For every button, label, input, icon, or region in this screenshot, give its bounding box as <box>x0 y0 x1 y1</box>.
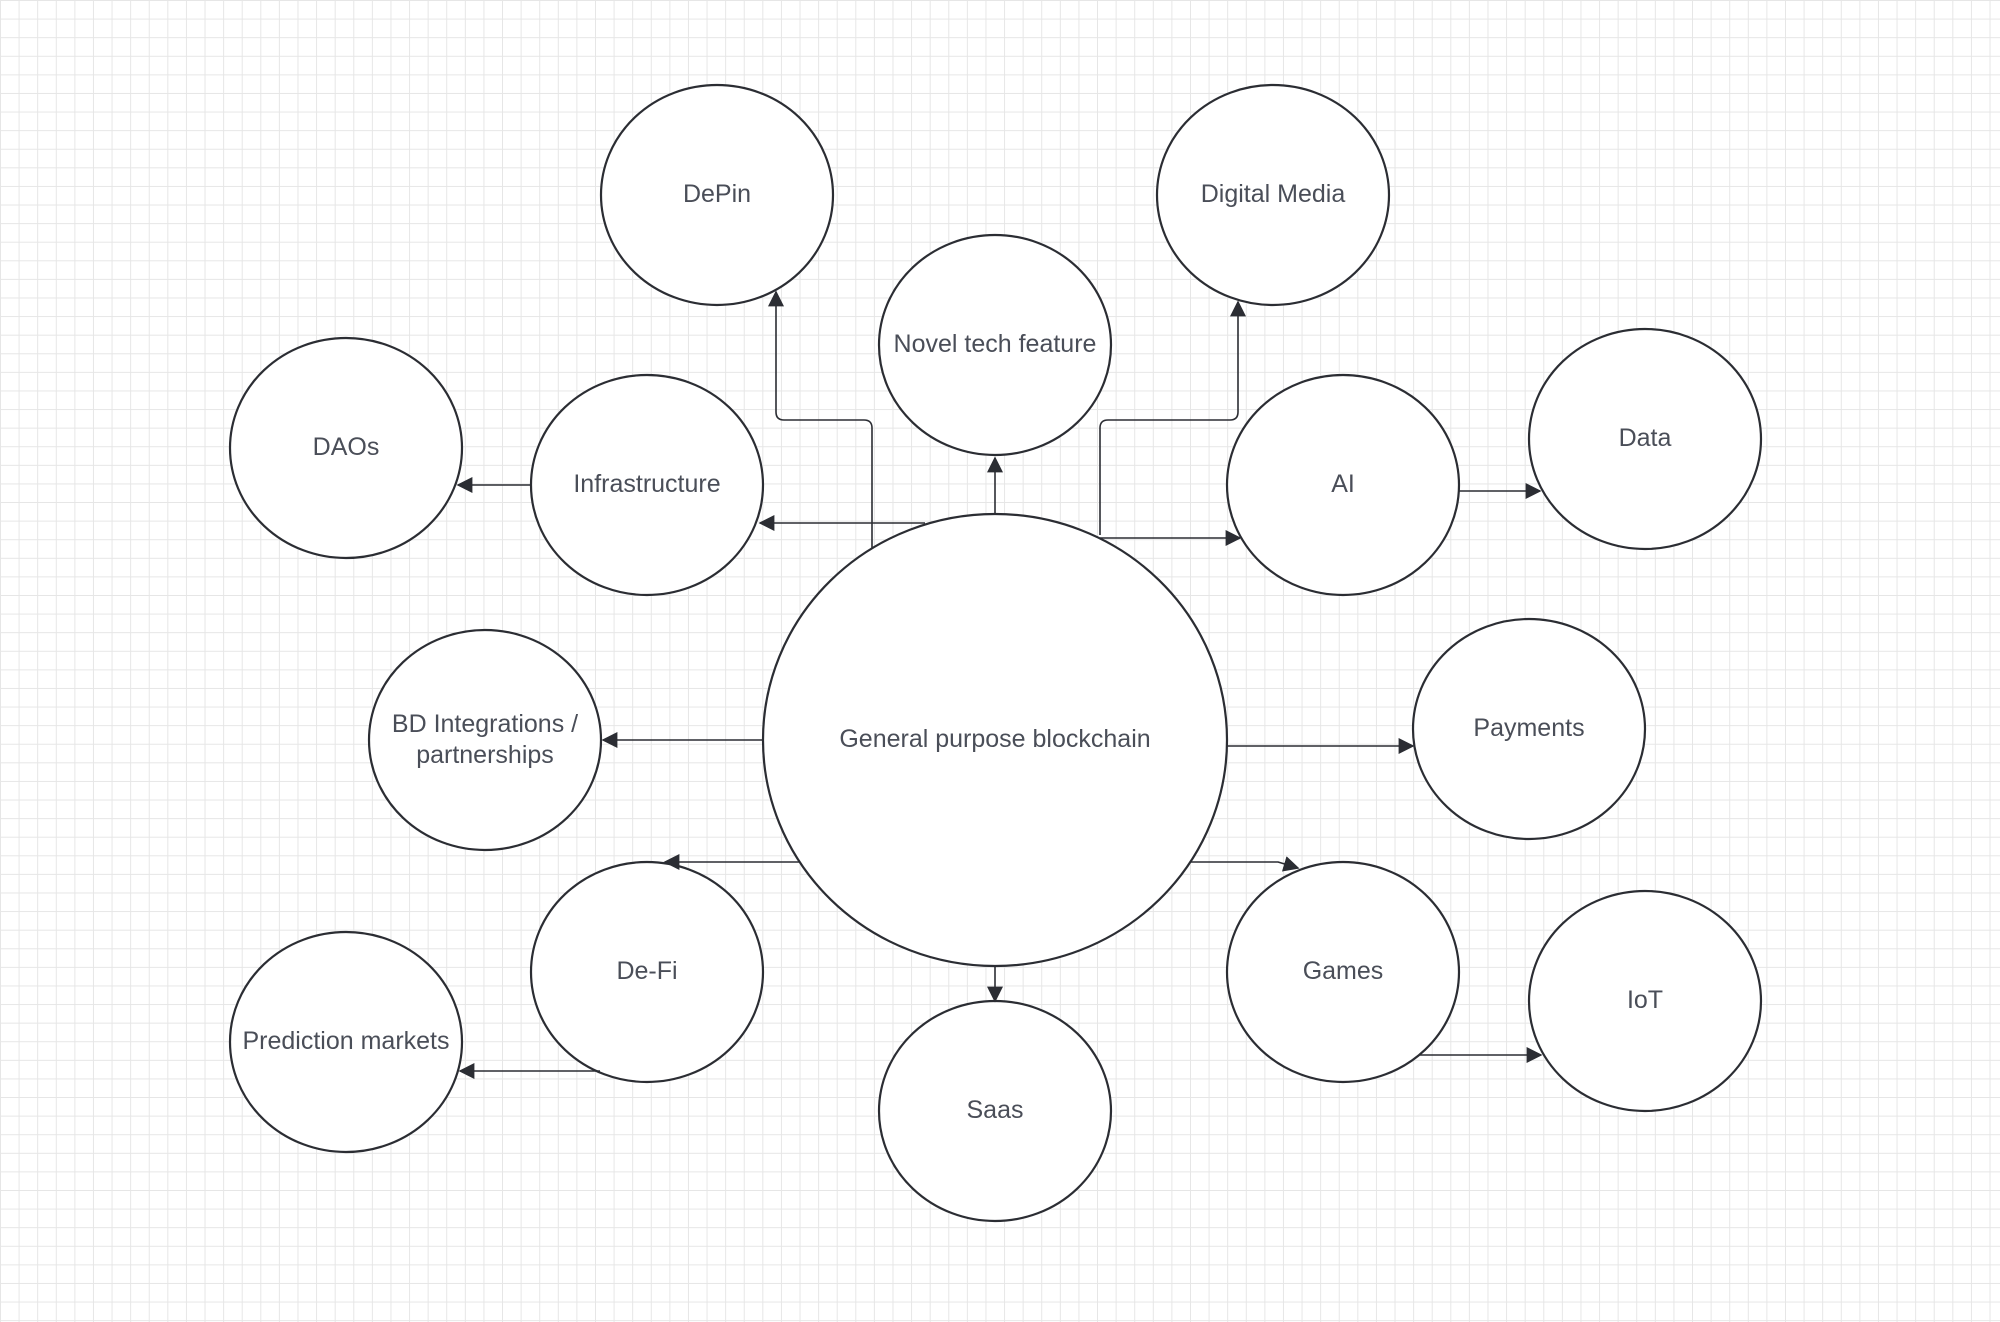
edge-center-digital-media <box>1099 300 1246 535</box>
node-bd-shape[interactable] <box>367 628 603 852</box>
node-digital-media-shape[interactable] <box>1155 83 1391 307</box>
node-infrastructure-shape[interactable] <box>529 373 765 597</box>
node-depin-shape[interactable] <box>599 83 835 307</box>
node-saas-shape[interactable] <box>877 999 1113 1223</box>
node-prediction-shape[interactable] <box>228 930 464 1154</box>
node-payments-shape[interactable] <box>1411 617 1647 841</box>
node-novel-tech-shape[interactable] <box>877 233 1113 457</box>
node-center-shape[interactable] <box>761 512 1229 968</box>
node-data-shape[interactable] <box>1527 327 1763 551</box>
node-iot-shape[interactable] <box>1527 889 1763 1113</box>
edge-center-games <box>1190 856 1300 872</box>
node-defi-shape[interactable] <box>529 860 765 1084</box>
node-games-shape[interactable] <box>1225 860 1461 1084</box>
node-daos-shape[interactable] <box>228 336 464 560</box>
node-ai-shape[interactable] <box>1225 373 1461 597</box>
edge-center-depin <box>768 290 873 548</box>
